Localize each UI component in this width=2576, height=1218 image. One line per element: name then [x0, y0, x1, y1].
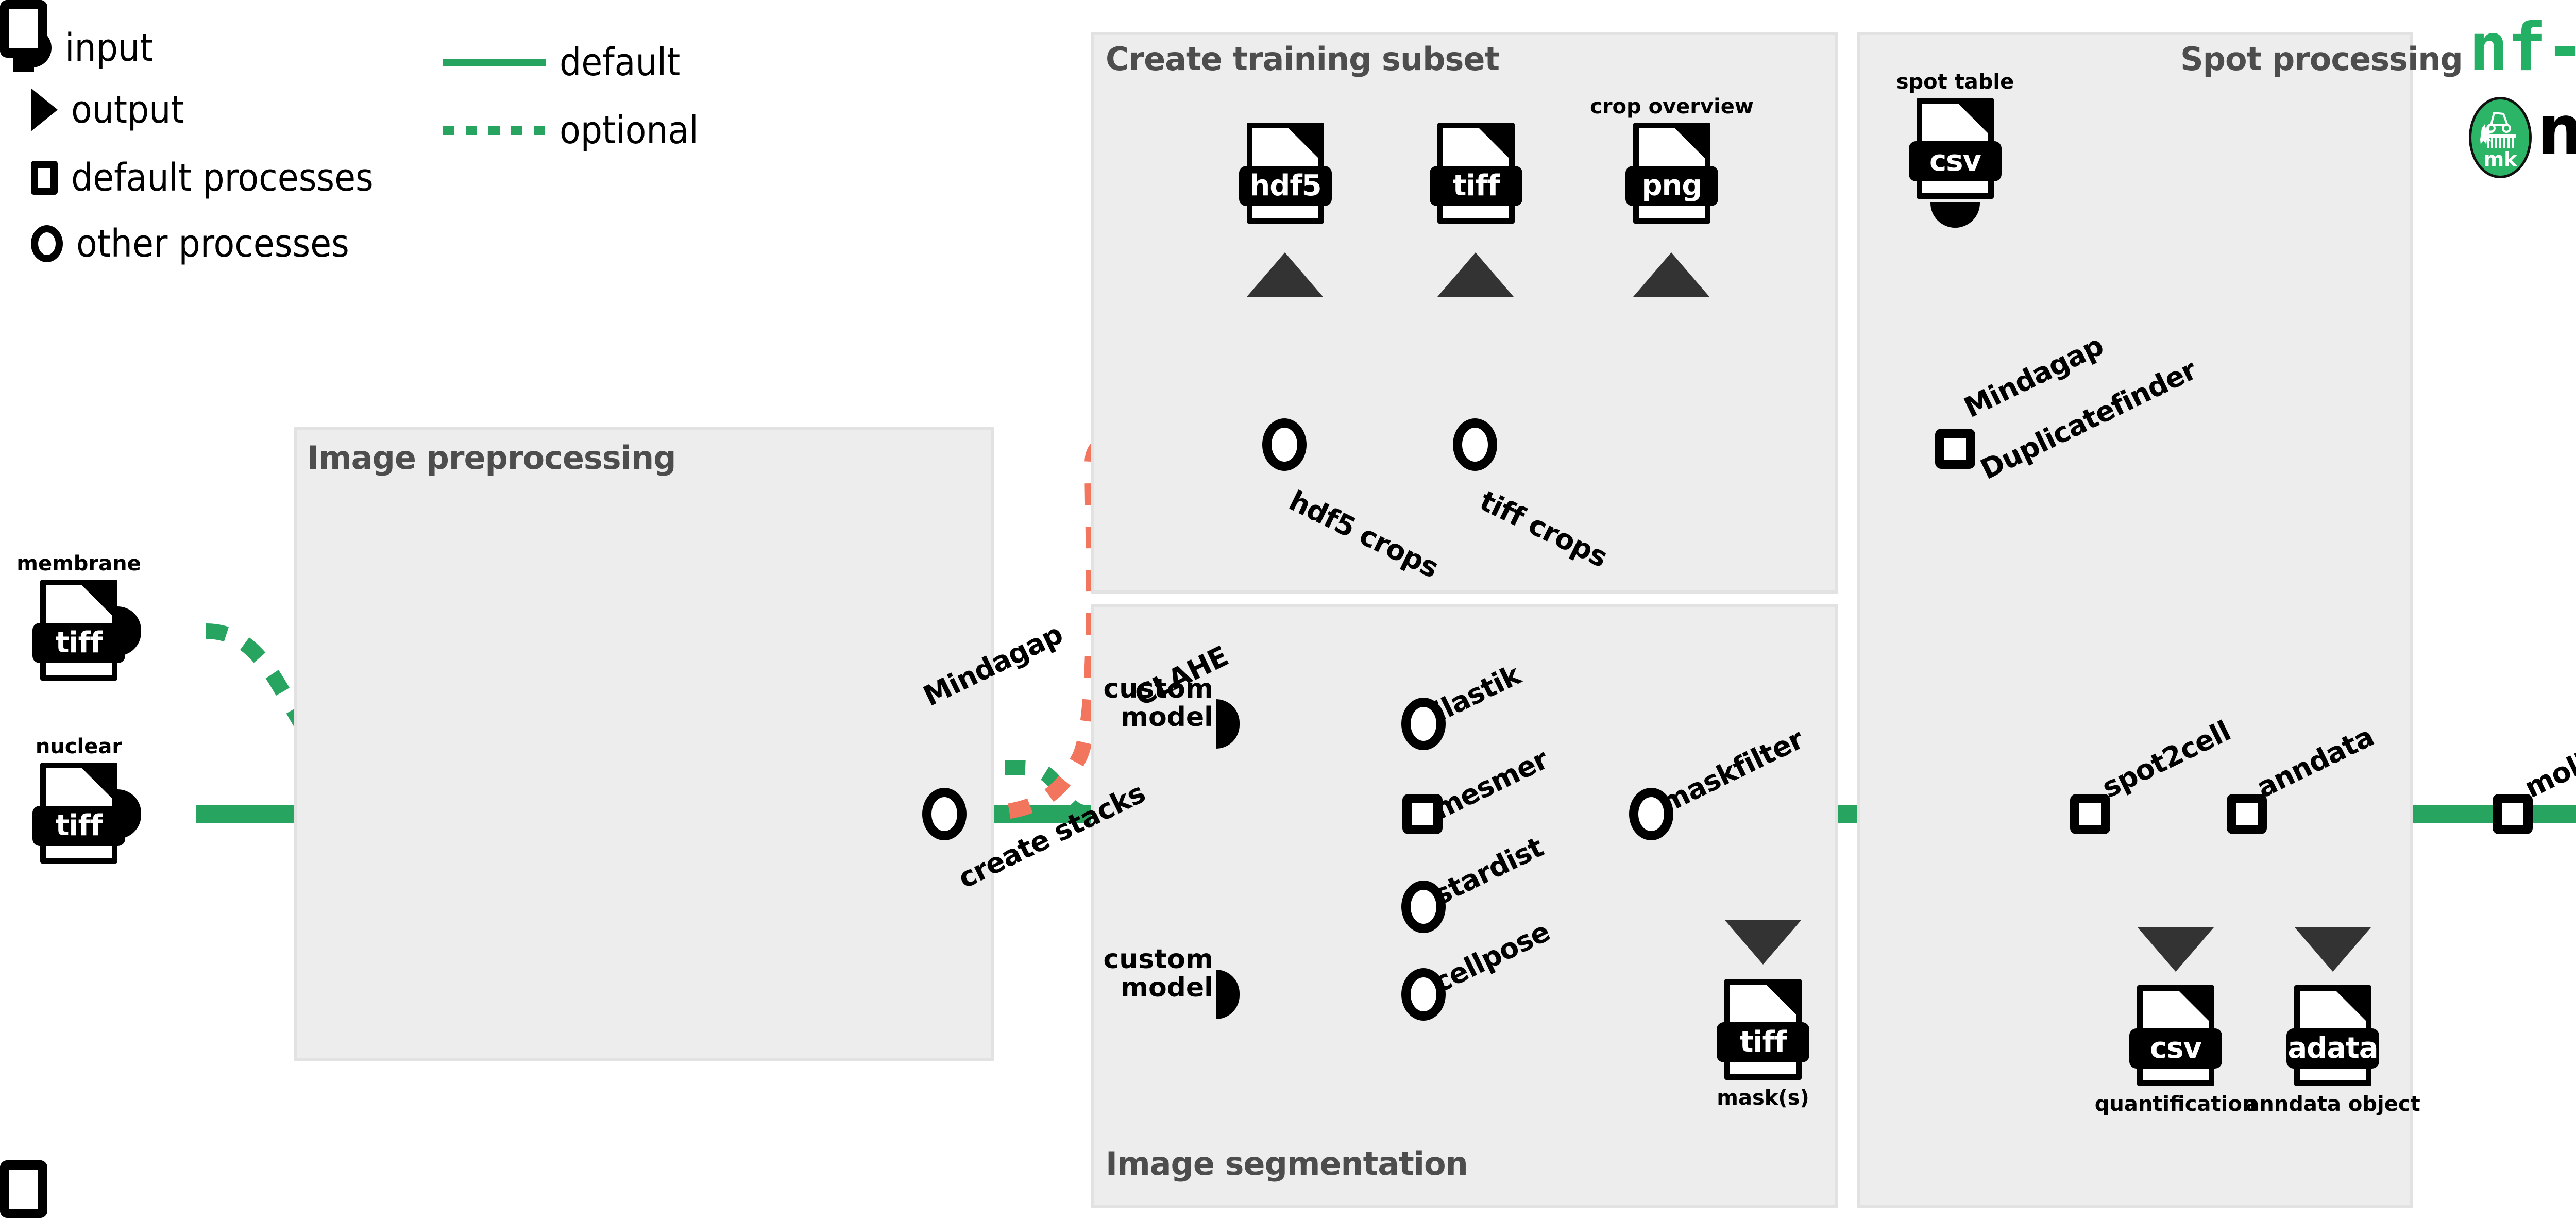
file-extension-label: tiff	[1739, 1025, 1787, 1059]
file-extension-label: png	[1641, 169, 1702, 202]
custom-model-label-cellpose: custom model	[1103, 944, 1213, 1003]
file-extension-label: csv	[2149, 1031, 2202, 1065]
panel-image-segmentation	[1091, 604, 1838, 1208]
file-extension-label: adata	[2287, 1031, 2378, 1065]
legend-item-optional-line: optional	[443, 108, 699, 153]
process-mindagap-duplicatefinder[interactable]	[1935, 429, 1975, 469]
output-arrow-png	[1633, 252, 1709, 297]
process-mesmer[interactable]	[1402, 794, 1443, 834]
panel-title-image-segmentation: Image segmentation	[1106, 1145, 1468, 1182]
output-arrow-tiff	[1437, 252, 1514, 297]
default-process-glyph	[31, 161, 58, 195]
file-caption: spot table	[1896, 70, 2014, 94]
file-fold-corner	[2178, 990, 2209, 1021]
process-molkartqc[interactable]	[2493, 794, 2533, 834]
custom-model-label-ilastik: custom model	[1103, 673, 1213, 733]
process-create-stacks[interactable]	[922, 788, 967, 840]
logo-pipeline-name: molkart	[2537, 91, 2576, 170]
legend-item-default-process: default processes	[31, 156, 374, 200]
file-fold-corner	[2335, 990, 2366, 1021]
file-extension-band: csv	[2129, 1028, 2222, 1069]
output-arrow-anndata	[2295, 927, 2371, 972]
file-caption: membrane	[16, 552, 141, 576]
legend-label-other-processes: other processes	[76, 222, 349, 266]
output-file-tiff-crops: tiff	[1430, 107, 1530, 224]
file-extension-band: tiff	[1717, 1022, 1809, 1062]
file-caption: crop overview	[1590, 95, 1754, 119]
process-anndata[interactable]	[2227, 794, 2267, 834]
output-file-masks: tiff mask(s)	[1717, 979, 1809, 1110]
legend-item-input: input	[31, 26, 153, 70]
molkart-badge: mk	[2469, 97, 2532, 178]
output-arrow-quantification	[2138, 927, 2214, 972]
file-extension-label: hdf5	[1249, 169, 1321, 202]
input-file-spot-table: csv spot table	[1896, 70, 2014, 199]
file-extension-label: csv	[1929, 144, 1981, 178]
input-file-membrane: tiff membrane	[16, 552, 141, 681]
file-fold-corner	[1479, 128, 1510, 159]
output-glyph	[31, 88, 58, 131]
output-file-anndata-object: adata anndata object	[2245, 985, 2420, 1116]
logo-line-1: nf-core/	[2469, 9, 2576, 86]
file-extension-band: hdf5	[1239, 166, 1332, 206]
process-lane-membrane	[0, 0, 47, 58]
file-extension-label: tiff	[55, 626, 103, 659]
file-extension-band: tiff	[32, 623, 125, 663]
file-extension-band: csv	[1909, 141, 2002, 181]
process-hdf5-crops[interactable]	[1262, 418, 1307, 471]
panel-title-image-preprocessing: Image preprocessing	[307, 439, 676, 477]
legend-item-output: output	[31, 88, 184, 132]
legend-item-other-process: other processes	[31, 222, 349, 266]
file-caption: mask(s)	[1717, 1086, 1809, 1110]
panel-title-spot-processing: Spot processing	[2180, 40, 2463, 78]
legend-label-optional-line: optional	[560, 108, 699, 153]
panel-title-create-training-subset: Create training subset	[1106, 40, 1500, 78]
legend-label-output: output	[71, 88, 184, 132]
file-fold-corner	[1958, 103, 1989, 134]
legend-label-input: input	[65, 26, 154, 70]
process-spot2cell[interactable]	[2070, 794, 2110, 834]
legend-label-default-processes: default processes	[71, 156, 374, 200]
panel-image-preprocessing	[294, 427, 994, 1061]
file-fold-corner	[1674, 128, 1705, 159]
output-arrow-masks	[1725, 920, 1801, 965]
file-extension-band: tiff	[32, 806, 125, 846]
file-extension-band: adata	[2286, 1028, 2379, 1069]
file-caption: nuclear	[35, 735, 123, 758]
logo-nf-text: nf-	[2469, 9, 2576, 86]
file-extension-band: tiff	[1430, 166, 1522, 206]
file-caption: anndata object	[2245, 1092, 2420, 1116]
file-fold-corner	[1766, 984, 1797, 1015]
file-fold-corner	[1288, 128, 1319, 159]
process-lane-nuclear	[0, 1160, 47, 1218]
other-process-glyph	[31, 225, 63, 262]
process-cellpose[interactable]	[1401, 968, 1446, 1021]
output-arrow-hdf5	[1247, 252, 1323, 297]
process-lane-bridge	[13, 49, 34, 72]
dotted-line-glyph	[443, 126, 546, 135]
input-file-nuclear: tiff nuclear	[32, 735, 125, 864]
solid-line-glyph	[443, 58, 546, 66]
file-fold-corner	[81, 768, 112, 799]
file-extension-band: png	[1625, 166, 1718, 206]
lawnmower-icon	[2480, 111, 2516, 148]
output-file-crop-overview: png crop overview	[1590, 95, 1754, 224]
process-tiff-crops[interactable]	[1453, 418, 1497, 471]
molkart-badge-text: mk	[2483, 148, 2517, 171]
file-extension-label: tiff	[1452, 169, 1500, 202]
file-fold-corner	[81, 585, 112, 616]
file-caption: quantification	[2094, 1092, 2257, 1116]
output-file-quantification: csv quantification	[2095, 985, 2257, 1116]
file-extension-label: tiff	[55, 809, 103, 842]
legend-item-default-line: default	[443, 40, 680, 84]
legend-label-default-line: default	[560, 40, 681, 84]
output-file-hdf5-crops: hdf5	[1239, 107, 1340, 224]
nf-core-logo: nf-core/ mk	[2469, 9, 2576, 205]
